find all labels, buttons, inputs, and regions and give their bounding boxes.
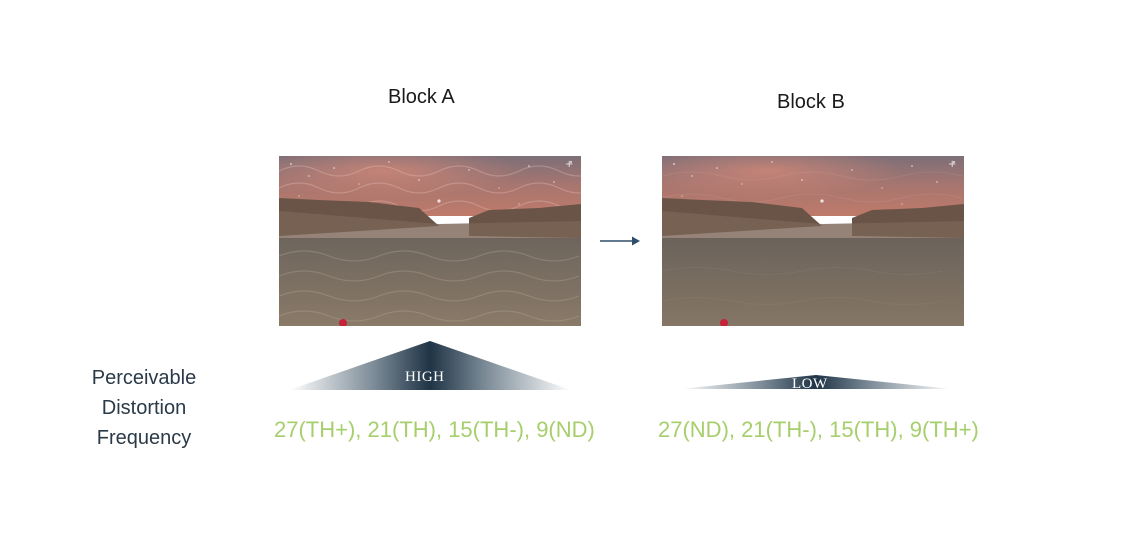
perceivable-distortion-frequency-label: Perceivable Distortion Frequency xyxy=(70,363,218,453)
svg-text:+: + xyxy=(565,159,573,170)
high-label: HIGH xyxy=(405,369,445,385)
low-intensity-triangle xyxy=(680,375,952,389)
block-a-sequence: 27(TH+), 21(TH), 15(TH-), 9(ND) xyxy=(274,417,595,442)
label-line-1: Perceivable xyxy=(91,367,197,389)
right-arrow-icon xyxy=(600,236,640,246)
high-intensity-triangle xyxy=(289,341,571,390)
block-b-title: Block B xyxy=(777,91,845,113)
label-line-2: Distortion xyxy=(101,397,187,419)
block-a-scene-image: + xyxy=(279,156,581,326)
block-b-sequence: 27(ND), 21(TH-), 15(TH), 9(TH+) xyxy=(658,417,979,442)
block-b-scene-image: + xyxy=(662,156,964,326)
block-a-title: Block A xyxy=(388,86,455,108)
low-label: LOW xyxy=(792,376,828,392)
svg-text:+: + xyxy=(948,159,956,170)
label-line-3: Frequency xyxy=(96,427,192,449)
